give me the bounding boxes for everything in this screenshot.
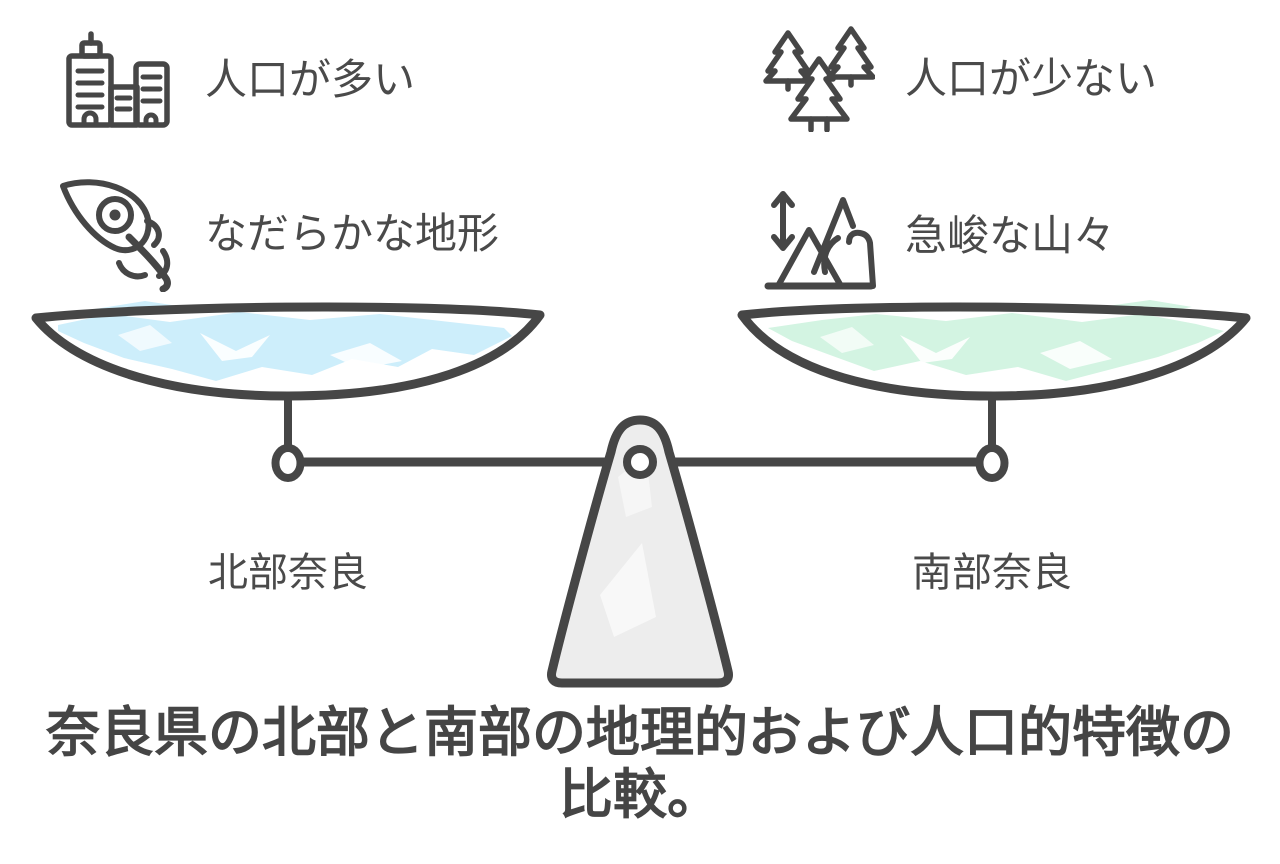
- small-pine-right: [826, 26, 875, 88]
- left-pan-highlight-scribble: [58, 312, 512, 381]
- large-pine-center: [788, 56, 850, 132]
- feature-label-population-low: 人口が少ない: [905, 55, 1158, 102]
- right-peak-ledge: [846, 229, 876, 289]
- elevation-arrow-down-head: [771, 234, 795, 251]
- right-tower-door: [143, 112, 159, 128]
- middle-building: [108, 84, 140, 128]
- fulcrum-hole: [623, 445, 657, 479]
- balance-scale-graphic: [31, 300, 1251, 688]
- right-tower: [133, 61, 170, 128]
- left-pan-label: 北部奈良: [208, 551, 368, 595]
- right-pan-outline: [737, 302, 1251, 401]
- feature-population-low: 人口が少ない: [763, 26, 1157, 132]
- right-pan-highlight-scribble: [768, 313, 1224, 381]
- feather-leaf: [60, 178, 152, 253]
- feature-steep-mountains: 急峻な山々: [763, 180, 1115, 292]
- left-tower-windows: [75, 68, 105, 110]
- right-tower-windows: [140, 74, 163, 104]
- mountains-elevation-icon: [764, 191, 876, 290]
- diagram-caption: 奈良県の北部と南部の地理的および人口的特徴の 比較。: [0, 702, 1280, 826]
- middle-building-windows: [114, 95, 133, 112]
- pine-trees-icon: [763, 26, 875, 132]
- left-pan: [31, 301, 545, 450]
- feather-barb-2: [116, 259, 148, 279]
- feather-eye-dot: [109, 209, 121, 220]
- left-peak: [775, 227, 844, 289]
- right-pan-label: 南部奈良: [912, 551, 1072, 595]
- feather-barb-3: [156, 247, 171, 279]
- left-pivot-ring: [271, 444, 305, 482]
- caption-line-1: 奈良県の北部と南部の地理的および人口的特徴の: [46, 703, 1234, 763]
- peak-col-curve: [821, 235, 841, 275]
- feather-barb-1: [144, 217, 162, 248]
- feather-stem: [125, 233, 171, 292]
- right-peak: [811, 197, 856, 275]
- left-pan-outline: [31, 302, 545, 401]
- feature-label-steep-mountains: 急峻な山々: [905, 212, 1116, 259]
- feature-label-population-high: 人口が多い: [205, 56, 416, 103]
- feather-icon: [60, 178, 171, 292]
- feather-eye-ring: [96, 195, 134, 234]
- feature-gentle-terrain: なだらかな地形: [55, 178, 500, 292]
- city-buildings-icon: [66, 31, 170, 128]
- left-tower-door: [81, 110, 99, 128]
- fulcrum-streak-1: [600, 543, 656, 637]
- feature-label-gentle-terrain: なだらかな地形: [205, 210, 500, 257]
- caption-line-2: 比較。: [559, 765, 721, 826]
- elevation-arrow-up-head: [771, 191, 795, 208]
- right-pivot-ring: [975, 444, 1009, 482]
- small-pine-left: [763, 30, 813, 92]
- fulcrum: [547, 415, 733, 688]
- feature-population-high: 人口が多い: [58, 30, 415, 130]
- right-pan: [737, 300, 1251, 450]
